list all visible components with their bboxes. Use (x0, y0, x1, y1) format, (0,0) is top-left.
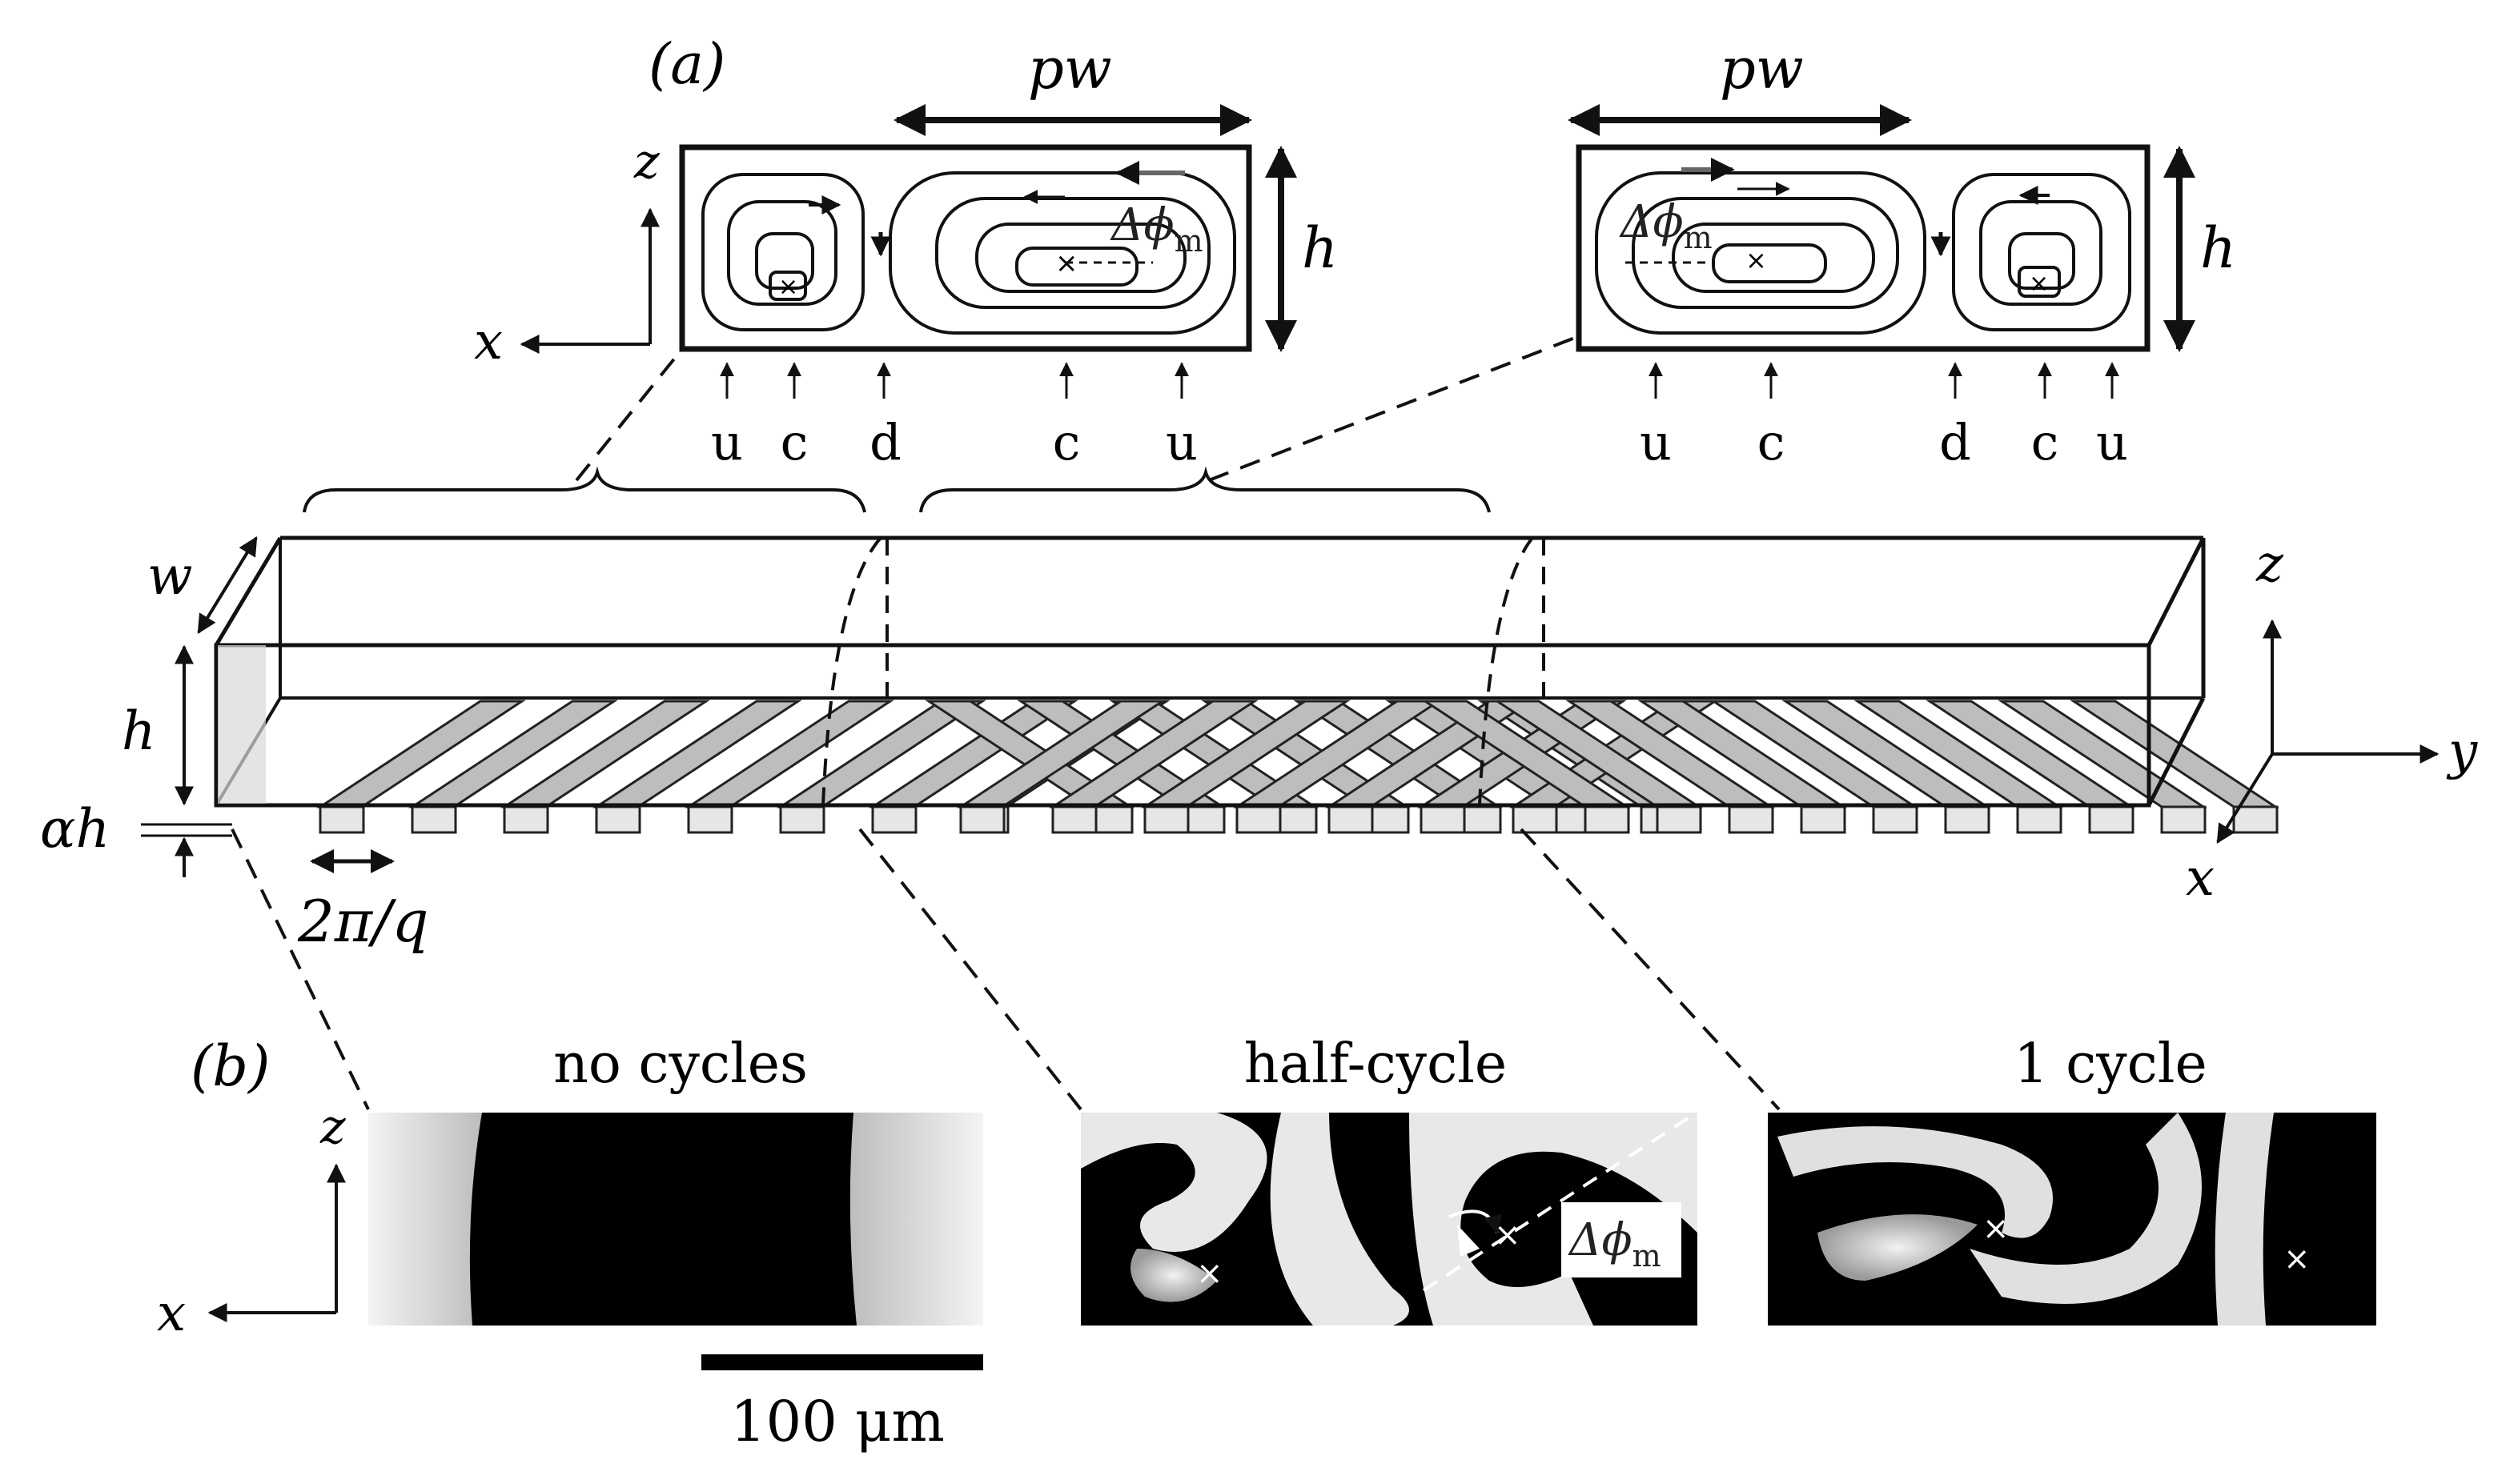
left-inset-x-label: x (474, 312, 503, 371)
left-small-vortex (701, 173, 865, 331)
channel-end-shading (218, 645, 266, 804)
panel-b-z-label: z (319, 1099, 346, 1155)
groove-bottom (871, 805, 918, 834)
brace-left (303, 466, 866, 513)
panel-b-label: (b) (191, 1033, 270, 1099)
left-h-label: h (1302, 215, 1338, 281)
groove-bottom (959, 805, 1006, 834)
left-marker-u2: u (1166, 413, 1198, 471)
right-inset-markers (1649, 362, 2119, 399)
groove-bottom (1512, 805, 1558, 834)
left-inset-frame (679, 144, 1252, 352)
brace-right (919, 466, 1491, 513)
right-h-label: h (2200, 215, 2236, 281)
groove-bottom (2160, 805, 2207, 834)
left-large-vortex (889, 171, 1236, 335)
half-cycle-phase-label: Δϕm (1568, 1214, 1661, 1273)
left-marker-d: d (869, 413, 902, 471)
left-marker-c1: c (781, 413, 809, 471)
left-small-center-mark: × (778, 273, 798, 301)
svg-text:×: × (1196, 1255, 1223, 1292)
channel-3d: w h αh 2π/q z y x (40, 535, 2478, 955)
right-inset: × × Δϕm pw h u c d c u (1568, 36, 2236, 471)
channel-z-label: z (2255, 535, 2284, 594)
right-marker-u2: u (2096, 413, 2128, 471)
groove-bottom (1872, 805, 1918, 834)
callout-right-1 (1208, 335, 1580, 482)
image-title-no-cycles: no cycles (553, 1033, 808, 1096)
image-no-cycles (368, 1113, 983, 1326)
left-inset-z-label: z (633, 134, 660, 190)
groove-bottom (2016, 805, 2062, 834)
callout-left-1 (575, 347, 684, 482)
right-pw-label: pw (1720, 36, 1804, 102)
groove-bottom (1143, 805, 1190, 834)
right-inset-frame (1576, 144, 2151, 352)
groove-bottom (2088, 805, 2134, 834)
right-marker-c1: c (1757, 413, 1785, 471)
groove-bottom (1584, 805, 1630, 834)
w-dimension (197, 535, 258, 635)
groove-bottom (687, 805, 733, 834)
groove-bottom (1051, 805, 1098, 834)
callout-b-2 (858, 828, 1082, 1111)
left-inset-markers (720, 362, 1189, 399)
svg-text:×: × (2283, 1241, 2311, 1277)
groove-bottom (779, 805, 825, 834)
callout-b-3 (1520, 828, 1781, 1111)
svg-text:×: × (1494, 1217, 1521, 1253)
right-marker-u1: u (1640, 413, 1672, 471)
image-half-cycle: × × Δϕm (1081, 1113, 1697, 1326)
scale-bar-label: 100 μm (730, 1389, 945, 1454)
svg-text:×: × (1982, 1210, 2010, 1247)
groove-bottom (2232, 805, 2279, 834)
image-1-cycle: × × (1768, 1113, 2376, 1326)
channel-x-axis (2216, 752, 2274, 844)
right-small-center-mark: × (2029, 270, 2049, 298)
groove-bottom (411, 805, 457, 834)
channel-front-face (214, 643, 2151, 808)
image-title-half-cycle: half-cycle (1244, 1033, 1507, 1096)
right-small-vortex (1952, 173, 2131, 331)
image-title-1-cycle: 1 cycle (2014, 1033, 2207, 1096)
channel-y-label: y (2446, 722, 2478, 781)
right-large-center-mark: × (1745, 245, 1767, 275)
h-label: h (122, 700, 156, 762)
right-phase-label: Δϕm (1619, 196, 1713, 255)
groove-pattern (316, 700, 2279, 834)
channel-x-label: x (2186, 848, 2215, 908)
groove-bottom (1800, 805, 1846, 834)
callout-b-1 (231, 828, 370, 1110)
channel-section-dashes (821, 536, 1545, 806)
scale-bar (701, 1354, 983, 1370)
left-inset: × × Δϕm pw h z x (474, 36, 1338, 471)
groove-bottom (1656, 805, 1702, 834)
right-marker-d: d (1939, 413, 1971, 471)
left-phase-label: Δϕm (1110, 199, 1203, 259)
groove-bottom (1728, 805, 1774, 834)
period-label: 2π/q (297, 888, 428, 955)
right-marker-c2: c (2031, 413, 2059, 471)
left-marker-u1: u (711, 413, 743, 471)
groove-bottom (1235, 805, 1282, 834)
left-marker-c2: c (1053, 413, 1081, 471)
panel-a-label: (a) (649, 31, 725, 97)
right-large-vortex (1595, 171, 1926, 335)
groove-bottom (319, 805, 365, 834)
groove-bottom (595, 805, 641, 834)
groove-bottom (503, 805, 549, 834)
groove-bottom (1944, 805, 1990, 834)
w-label: w (147, 545, 193, 607)
left-pw-label: pw (1028, 36, 1112, 102)
panel-b-x-label: x (157, 1284, 186, 1343)
groove-bottom (1420, 805, 1466, 834)
alpha-h-label: αh (40, 798, 110, 860)
groove-bottom (1327, 805, 1374, 834)
